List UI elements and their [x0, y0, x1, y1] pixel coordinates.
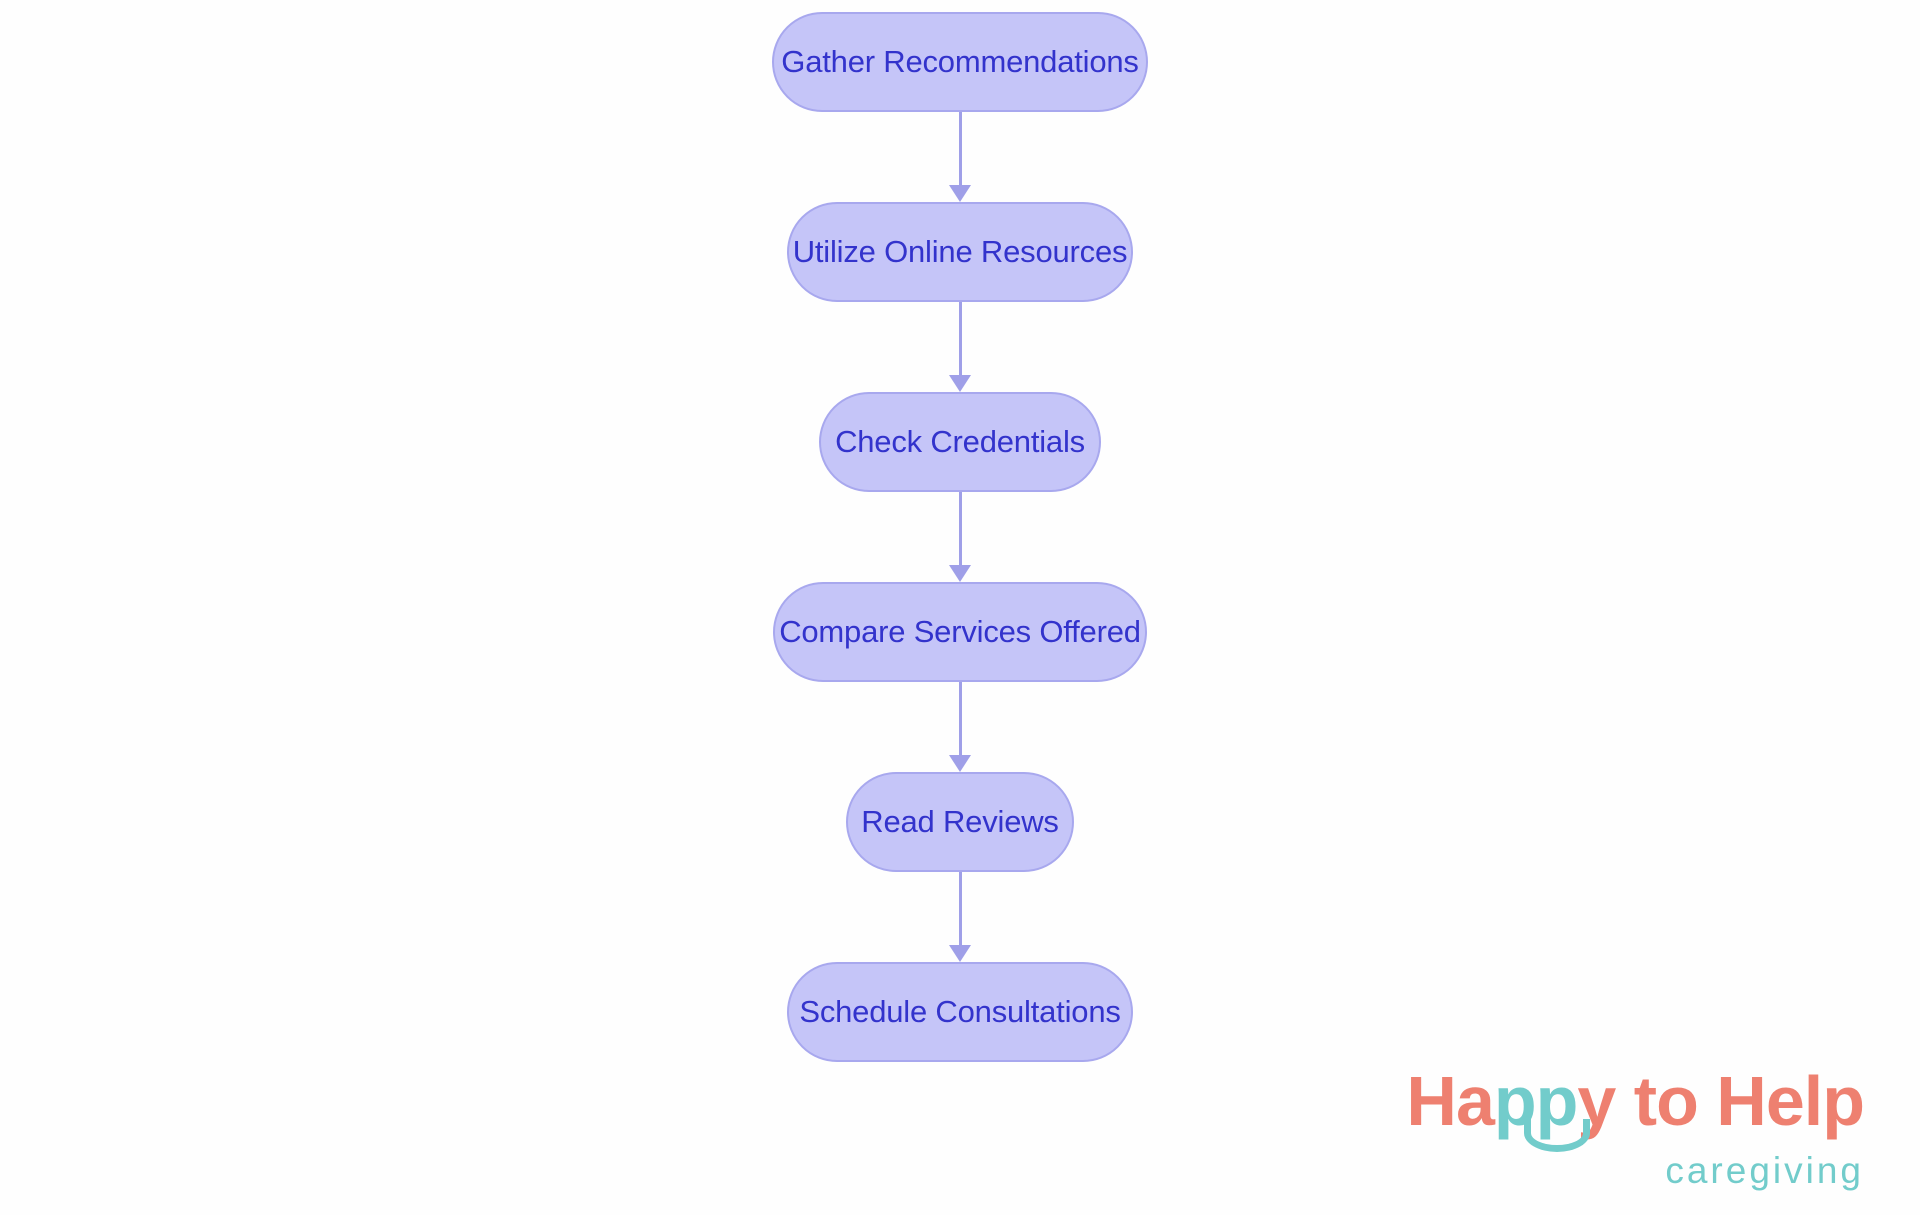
- brand-logo-wordmark: Happy to Help: [1406, 1066, 1865, 1152]
- flow-node-read-reviews[interactable]: Read Reviews: [846, 772, 1074, 872]
- flow-node-label: Utilize Online Resources: [792, 234, 1128, 269]
- connector-line: [958, 872, 962, 946]
- flow-connector-1-to-2: [940, 112, 980, 202]
- flow-node-label: Gather Recommendations: [781, 44, 1139, 79]
- arrowhead-icon: [949, 755, 971, 772]
- smile-icon: [1524, 1119, 1591, 1152]
- flow-node-gather-recommendations[interactable]: Gather Recommendations: [772, 12, 1148, 112]
- flow-connector-5-to-6: [940, 872, 980, 962]
- connector-line: [958, 492, 962, 566]
- brand-logo-word-part3: y to Help: [1577, 1062, 1865, 1140]
- arrowhead-icon: [949, 185, 971, 202]
- flow-connector-3-to-4: [940, 492, 980, 582]
- flow-node-schedule-consultations[interactable]: Schedule Consultations: [787, 962, 1133, 1062]
- flow-node-label: Schedule Consultations: [799, 994, 1121, 1029]
- connector-line: [958, 302, 962, 376]
- flow-node-utilize-online-resources[interactable]: Utilize Online Resources: [787, 202, 1133, 302]
- flow-node-label: Compare Services Offered: [779, 614, 1141, 649]
- brand-logo-word-part1: Ha: [1406, 1062, 1494, 1140]
- flow-node-label: Read Reviews: [861, 804, 1059, 839]
- flow-node-label: Check Credentials: [835, 424, 1085, 459]
- flowchart-node-column: Gather Recommendations Utilize Online Re…: [0, 12, 1920, 1062]
- connector-line: [958, 112, 962, 186]
- arrowhead-icon: [949, 565, 971, 582]
- flow-connector-4-to-5: [940, 682, 980, 772]
- brand-logo-tagline: caregiving: [1665, 1150, 1864, 1191]
- flow-node-compare-services-offered[interactable]: Compare Services Offered: [773, 582, 1147, 682]
- flow-connector-2-to-3: [940, 302, 980, 392]
- connector-line: [958, 682, 962, 756]
- arrowhead-icon: [949, 945, 971, 962]
- brand-logo: Happy to Help caregiving: [1406, 1066, 1865, 1191]
- arrowhead-icon: [949, 375, 971, 392]
- flow-node-check-credentials[interactable]: Check Credentials: [819, 392, 1101, 492]
